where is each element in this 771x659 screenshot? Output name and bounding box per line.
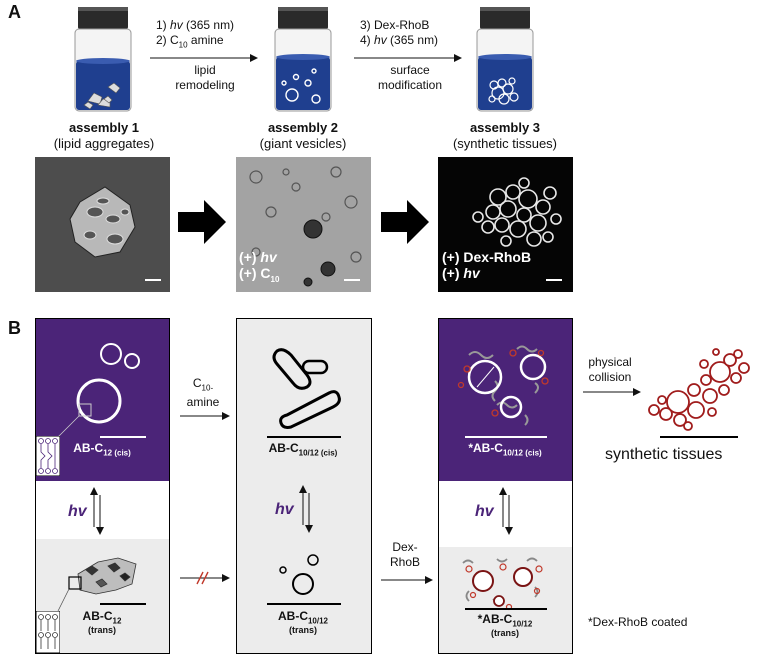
- box2-trans-vesicles: [267, 554, 341, 605]
- big-arrow-2: [381, 200, 429, 244]
- scale-bar: [145, 279, 161, 281]
- assembly-2-subtitle: (giant vesicles): [259, 136, 347, 151]
- micrograph-3-labels: (+) Dex-RhoB (+) hv: [442, 249, 532, 281]
- box-ab-c12: AB-C12 (cis) hv AB-C12 (trans): [35, 318, 170, 654]
- box1-equilibrium-arrows: [90, 487, 104, 535]
- box2-hv-label: hv: [275, 501, 294, 518]
- assembly-3-subtitle: (synthetic tissues): [452, 136, 558, 151]
- panel-b-letter: B: [8, 318, 21, 338]
- box2-equilibrium-arrows: [299, 485, 313, 533]
- step1-arrow: [150, 54, 258, 62]
- c10-amine-arrow: [180, 412, 230, 420]
- box1-aggregate: [57, 557, 146, 612]
- c10-amine-label: C10- amine: [186, 376, 220, 410]
- assembly-2-title: assembly 2: [267, 120, 339, 135]
- step1-conditions: 1) hv (365 nm) 2) C10 amine: [156, 18, 235, 50]
- box3-trans-vesicles: [462, 557, 547, 611]
- box3-cis-label: *AB-C10/12 (cis): [468, 441, 542, 458]
- box2-vesicles: [267, 348, 341, 438]
- jar-assembly-1: [74, 7, 132, 112]
- tissues-underline: [660, 436, 738, 438]
- box1-cis-label: AB-C12 (cis): [73, 441, 131, 458]
- assembly-1-subtitle: (lipid aggregates): [53, 136, 155, 151]
- box1-trans-inset: [36, 611, 60, 653]
- panel-a-letter: A: [8, 2, 21, 22]
- blocked-arrow: [180, 571, 230, 585]
- box3-hv-label: hv: [475, 503, 494, 520]
- assembly-3-title: assembly 3: [469, 120, 541, 135]
- big-arrow-1: [178, 200, 226, 244]
- box1-vesicles: [57, 343, 146, 438]
- box3-equilibrium-arrows: [499, 487, 513, 535]
- step2-conditions: 3) Dex-RhoB 4) hv (365 nm): [360, 18, 439, 47]
- box2-cis-label: AB-C10/12 (cis): [268, 441, 338, 458]
- physical-collision-arrow: [583, 388, 641, 396]
- box2-trans-label: AB-C10/12 (trans): [277, 609, 329, 636]
- micrograph-assembly-3: (+) Dex-RhoB (+) hv: [438, 157, 573, 292]
- jar-assembly-2: [274, 7, 332, 112]
- synthetic-tissues-label: synthetic tissues: [605, 446, 723, 463]
- box3-coated-vesicles: [457, 345, 549, 438]
- synthetic-tissue-cluster: [648, 348, 750, 431]
- micrograph-assembly-2: (+) hv (+) C10: [236, 157, 371, 292]
- box1-hv-label: hv: [68, 503, 87, 520]
- micrograph-assembly-1: [35, 157, 170, 292]
- micrograph-2-labels: (+) hv (+) C10: [239, 249, 280, 284]
- dex-rhob-label: Dex-RhoB: [389, 540, 421, 569]
- scale-bar: [344, 279, 360, 281]
- assembly-1-title: assembly 1: [68, 120, 140, 135]
- box1-trans-label: AB-C12 (trans): [82, 609, 122, 636]
- box1-membrane-inset: [36, 436, 60, 476]
- box3-trans-label: *AB-C10/12 (trans): [477, 612, 533, 639]
- step2-arrow: [354, 54, 462, 62]
- dex-rhob-arrow: [381, 576, 433, 584]
- box-coated-ab-c10-12: *AB-C10/12 (cis) hv *AB-C10/12 (trans): [438, 318, 573, 654]
- box-ab-c10-12: AB-C10/12 (cis) hv AB-C10/12 (trans): [236, 318, 372, 654]
- scale-bar: [546, 279, 562, 281]
- jar-assembly-3: [476, 7, 534, 112]
- dex-rhob-footnote: *Dex-RhoB coated: [588, 615, 688, 629]
